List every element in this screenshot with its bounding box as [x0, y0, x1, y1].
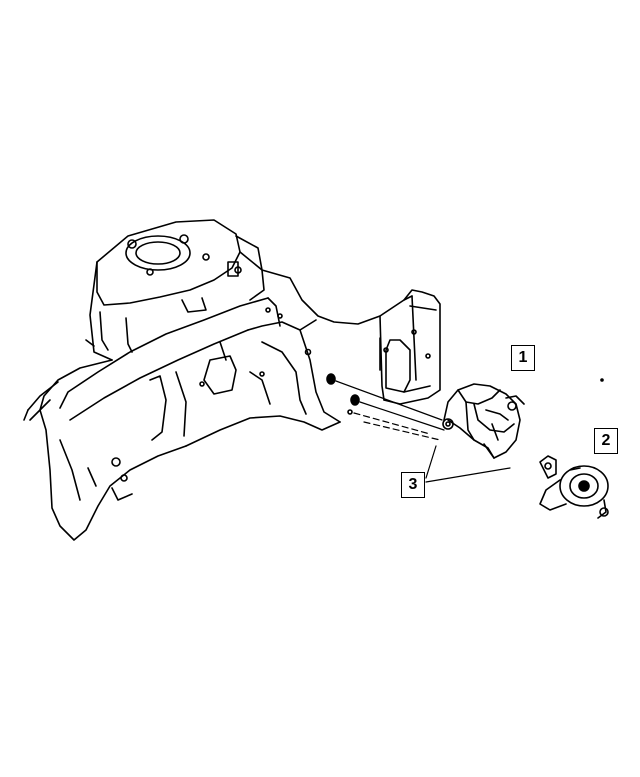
engine-mount-insulator — [539, 455, 609, 519]
callout-3: 3 — [401, 472, 425, 498]
mounting-hardware — [326, 373, 445, 441]
callout-2-label: 2 — [601, 432, 611, 449]
frame-rail-assembly — [23, 219, 441, 541]
margin-dot — [600, 378, 604, 382]
callout-leaders — [425, 445, 511, 483]
engine-mount-bracket — [442, 383, 525, 459]
callout-2: 2 — [594, 428, 618, 454]
callout-1: 1 — [511, 345, 535, 371]
callout-1-label: 1 — [518, 349, 528, 366]
callout-3-label: 3 — [408, 476, 418, 493]
